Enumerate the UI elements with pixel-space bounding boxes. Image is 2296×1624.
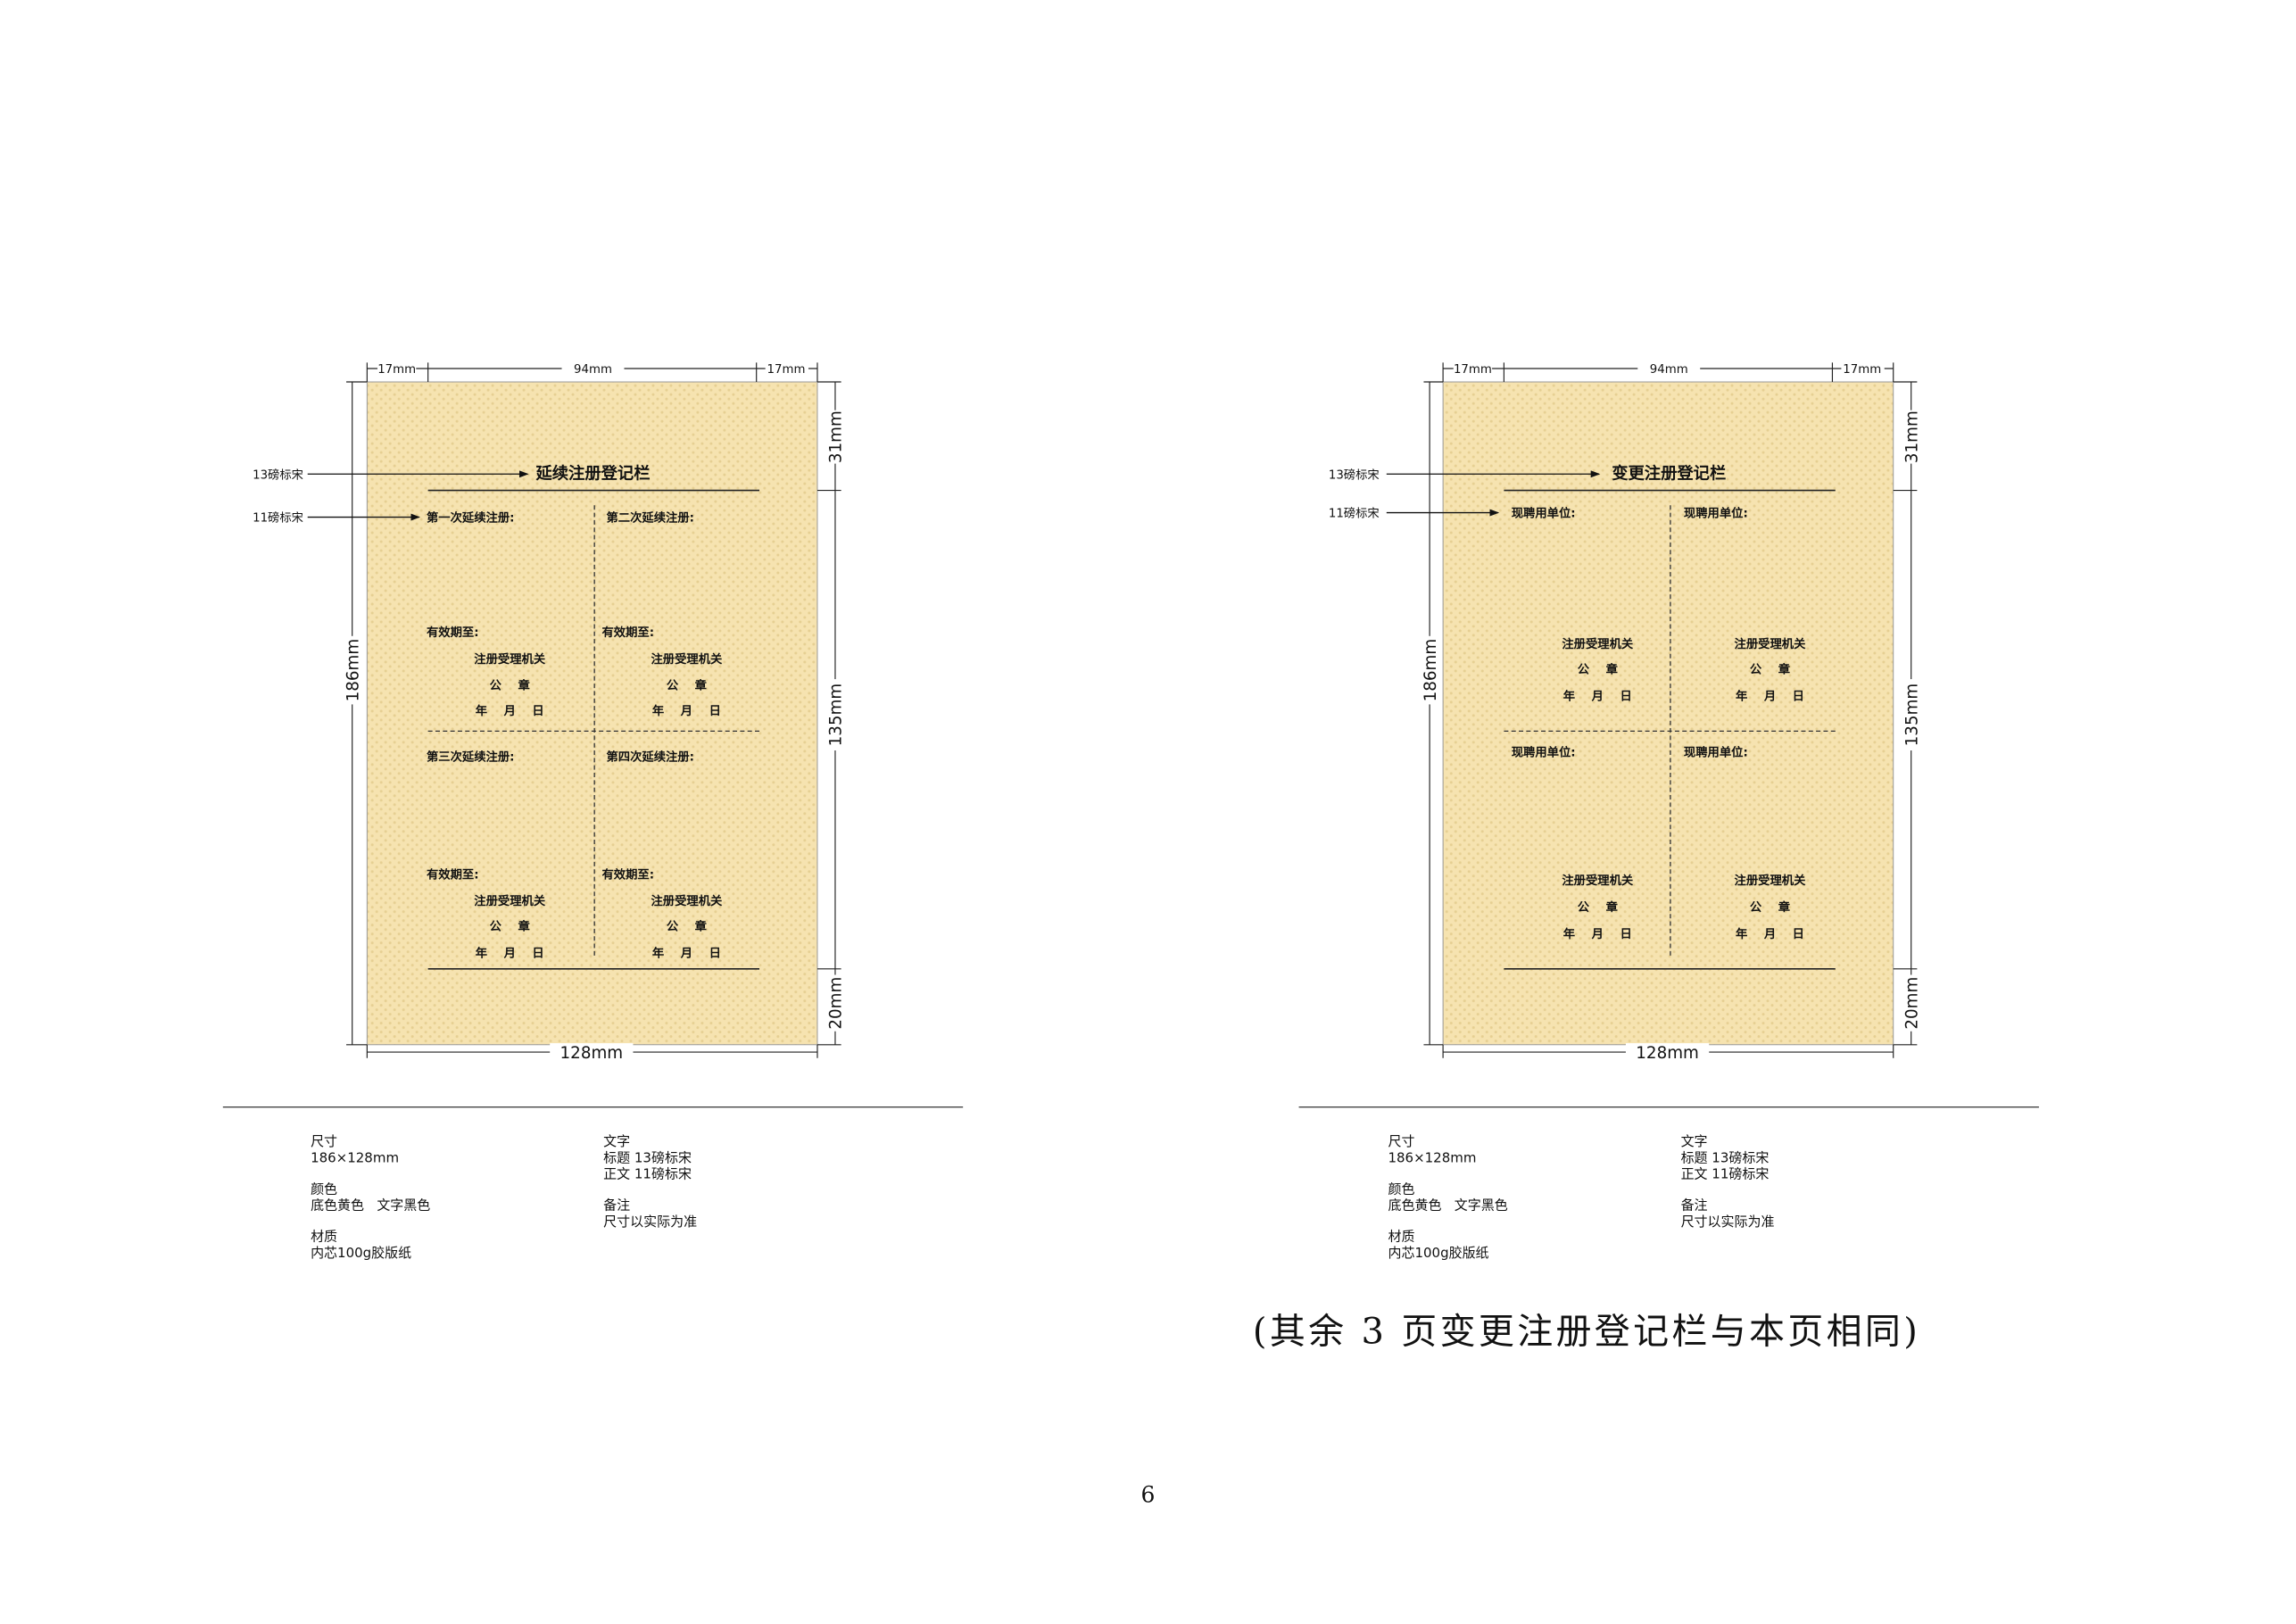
right-spec-column-1: 尺寸 186×128mm 颜色 底色黄色 文字黑色 材质 内芯100g胶版纸 [1388,1135,1507,1263]
right-spec-text-heading: 标题 13磅标宋 [1680,1151,1770,1167]
left-cell-2-date: 年 月 日 [652,703,721,718]
right-cell-1-label: 现聘用单位: [1512,506,1576,521]
left-cell-3-authority: 注册受理机关 [474,893,546,908]
right-cell-3-seal: 公 章 [1578,899,1618,915]
left-cell-4-authority: 注册受理机关 [651,893,723,908]
right-dim-left-margin: 17mm [1454,363,1492,377]
left-dim-left-margin: 17mm [377,363,416,377]
right-cell-4-authority: 注册受理机关 [1735,873,1807,888]
right-cell-1-seal: 公 章 [1578,661,1618,676]
left-spec-size-value: 186×128mm [311,1151,400,1167]
right-spec-color-title: 颜色 [1388,1182,1415,1198]
left-cell-4-label: 第四次延续注册: [606,750,694,765]
right-cell-3-label: 现聘用单位: [1512,745,1576,760]
left-cell-2-seal: 公 章 [667,678,707,693]
right-cell-2-seal: 公 章 [1750,661,1790,676]
right-cell-1-date: 年 月 日 [1563,688,1632,703]
left-spec-text-body: 正文 11磅标宋 [603,1168,692,1183]
left-spec-column-1: 尺寸 186×128mm 颜色 底色黄色 文字黑色 材质 内芯100g胶版纸 [311,1135,430,1263]
right-title-font-annotation: 13磅标宋 [1329,467,1380,482]
right-body-font-annotation: 11磅标宋 [1329,506,1380,521]
left-cell-1-label: 第一次延续注册: [427,510,515,526]
left-title-font-annotation: 13磅标宋 [253,467,303,482]
left-dim-bottom-band: 20mm [827,977,846,1030]
right-spec-size-title: 尺寸 [1388,1135,1415,1151]
left-card-background [366,381,818,1046]
left-spec-remark-title: 备注 [603,1198,631,1214]
left-cell-3-date: 年 月 日 [476,946,544,961]
left-cell-4-seal: 公 章 [667,919,707,934]
left-cell-3-label: 第三次延续注册: [427,750,515,765]
right-cell-2-date: 年 月 日 [1736,688,1804,703]
left-cell-2-label: 第二次延续注册: [606,510,694,526]
right-spec-color-value: 底色黄色 文字黑色 [1388,1198,1508,1214]
right-spec-remark-title: 备注 [1680,1198,1708,1214]
left-cell-3-seal: 公 章 [490,919,530,934]
right-spec-remark-value: 尺寸以实际为准 [1680,1215,1775,1230]
right-dim-width: 128mm [1636,1044,1699,1063]
right-card-title: 变更注册登记栏 [1612,463,1726,483]
left-spec-size-title: 尺寸 [311,1135,338,1151]
left-cell-1-authority: 注册受理机关 [474,651,546,667]
right-dim-center-width: 94mm [1650,363,1688,377]
left-cell-2-validity: 有效期至: [601,625,654,640]
right-spec-material-value: 内芯100g胶版纸 [1388,1247,1489,1262]
right-card-background [1442,381,1894,1046]
right-spec-column-2: 文字 标题 13磅标宋 正文 11磅标宋 备注 尺寸以实际为准 [1681,1135,1775,1231]
right-cell-3-authority: 注册受理机关 [1562,873,1634,888]
left-body-font-annotation: 11磅标宋 [253,510,303,526]
left-dim-center-width: 94mm [574,363,612,377]
right-spec-text-title: 文字 [1680,1135,1708,1151]
right-cell-3-date: 年 月 日 [1563,926,1632,941]
right-spec-text-body: 正文 11磅标宋 [1680,1168,1770,1183]
left-cell-2-authority: 注册受理机关 [651,651,723,667]
left-spec-text-heading: 标题 13磅标宋 [603,1151,692,1167]
remaining-pages-note: (其余 3 页变更注册登记栏与本页相同) [1252,1310,1921,1353]
left-spec-remark-value: 尺寸以实际为准 [603,1215,698,1230]
left-cell-3-validity: 有效期至: [427,866,479,882]
left-spec-text-title: 文字 [603,1135,631,1151]
left-cell-1-validity: 有效期至: [427,625,479,640]
right-cell-2-authority: 注册受理机关 [1735,636,1807,651]
left-dim-height: 186mm [344,639,362,702]
right-cell-4-seal: 公 章 [1750,899,1790,915]
left-cell-4-validity: 有效期至: [601,866,654,882]
right-cell-1-authority: 注册受理机关 [1562,636,1634,651]
left-dim-right-margin: 17mm [767,363,806,377]
right-dim-middle-band: 135mm [1902,684,1921,747]
right-spec-material-title: 材质 [1388,1230,1415,1246]
right-cell-2-label: 现聘用单位: [1684,506,1748,521]
page-number: 6 [1140,1481,1156,1509]
right-cell-4-date: 年 月 日 [1736,926,1804,941]
left-spec-color-value: 底色黄色 文字黑色 [311,1198,431,1214]
right-cell-4-label: 现聘用单位: [1684,745,1748,760]
left-cell-1-seal: 公 章 [490,678,530,693]
right-spec-size-value: 186×128mm [1388,1151,1477,1167]
left-card-title: 延续注册登记栏 [535,463,650,483]
right-dim-top-band: 31mm [1902,410,1921,463]
left-spec-column-2: 文字 标题 13磅标宋 正文 11磅标宋 备注 尺寸以实际为准 [603,1135,697,1231]
left-dim-width: 128mm [560,1044,624,1063]
left-dim-middle-band: 135mm [827,684,846,747]
left-cell-1-date: 年 月 日 [476,703,544,718]
right-dim-right-margin: 17mm [1843,363,1881,377]
left-dim-top-band: 31mm [827,410,846,463]
left-spec-material-title: 材质 [311,1230,338,1246]
right-dim-bottom-band: 20mm [1902,977,1921,1030]
left-spec-material-value: 内芯100g胶版纸 [311,1247,412,1262]
right-dim-height: 186mm [1422,639,1440,702]
left-spec-color-title: 颜色 [311,1182,338,1198]
left-cell-4-date: 年 月 日 [652,946,721,961]
